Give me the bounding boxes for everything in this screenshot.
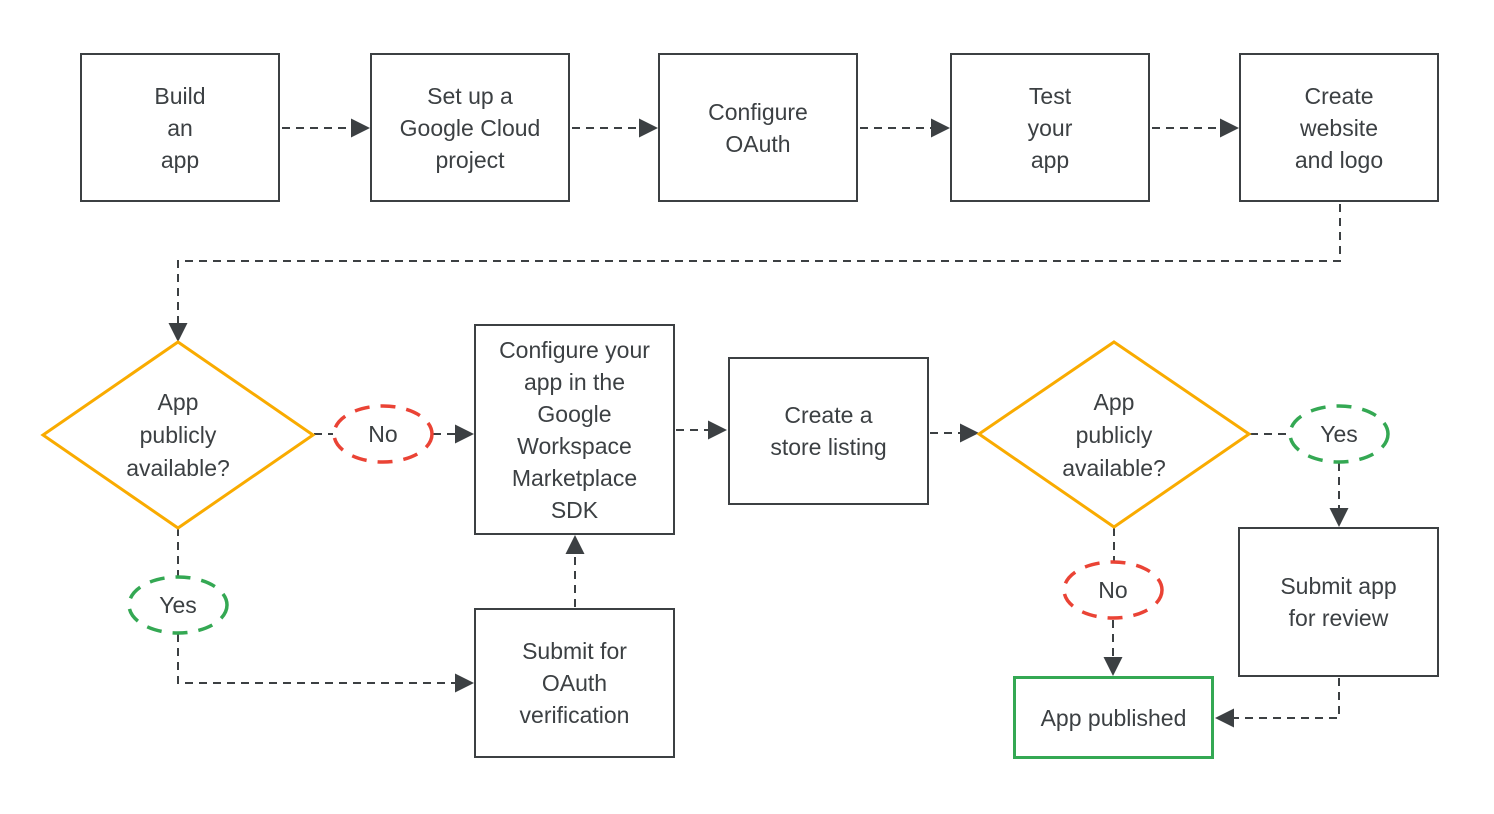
- node-decision-public-1: App publicly available?: [78, 380, 278, 490]
- edge-label-no-1: No: [333, 406, 433, 462]
- node-app-published-label: App published: [1040, 704, 1187, 731]
- node-create-store-listing-label: Create a store listing: [770, 402, 887, 460]
- edge-review-to-published: [1215, 678, 1340, 728]
- edge-website-to-decision1: [168, 204, 1341, 342]
- node-decision-public-2-label: App publicly available?: [1062, 388, 1166, 481]
- node-decision-public-2: App publicly available?: [1014, 380, 1214, 490]
- node-submit-oauth-verification: Submit for OAuth verification: [474, 608, 675, 758]
- node-submit-oauth-verification-label: Submit for OAuth verification: [519, 638, 630, 728]
- edge-label-yes-2: Yes: [1289, 406, 1389, 462]
- node-create-store-listing: Create a store listing: [728, 357, 929, 505]
- node-build-app-label: Build an app: [154, 82, 206, 173]
- edge-label-yes-2-text: Yes: [1320, 421, 1358, 447]
- node-setup-project-label: Set up a Google Cloud project: [399, 82, 541, 173]
- node-configure-sdk-label: Configure your app in the Google Workspa…: [499, 336, 650, 523]
- node-setup-project: Set up a Google Cloud project: [370, 53, 570, 202]
- edge-label-no-2-text: No: [1098, 577, 1128, 603]
- edge-label-yes-1: Yes: [128, 577, 228, 633]
- edge-label-no-1-text: No: [368, 421, 398, 447]
- node-create-website-label: Create website and logo: [1294, 82, 1384, 173]
- edge-label-no-2: No: [1063, 562, 1163, 618]
- node-test-app: Test your app: [950, 53, 1150, 202]
- node-configure-oauth: Configure OAuth: [658, 53, 858, 202]
- node-submit-app-review: Submit app for review: [1238, 527, 1439, 677]
- node-create-website: Create website and logo: [1239, 53, 1439, 202]
- node-app-published: App published: [1013, 676, 1214, 759]
- node-build-app: Build an app: [80, 53, 280, 202]
- edge-label-yes-1-text: Yes: [159, 592, 197, 618]
- node-decision-public-1-label: App publicly available?: [126, 388, 230, 481]
- node-configure-oauth-label: Configure OAuth: [708, 98, 808, 157]
- node-test-app-label: Test your app: [1027, 82, 1073, 173]
- node-submit-app-review-label: Submit app for review: [1280, 573, 1397, 631]
- node-configure-sdk: Configure your app in the Google Workspa…: [474, 324, 675, 535]
- edge-yes1-to-verification: [177, 634, 474, 693]
